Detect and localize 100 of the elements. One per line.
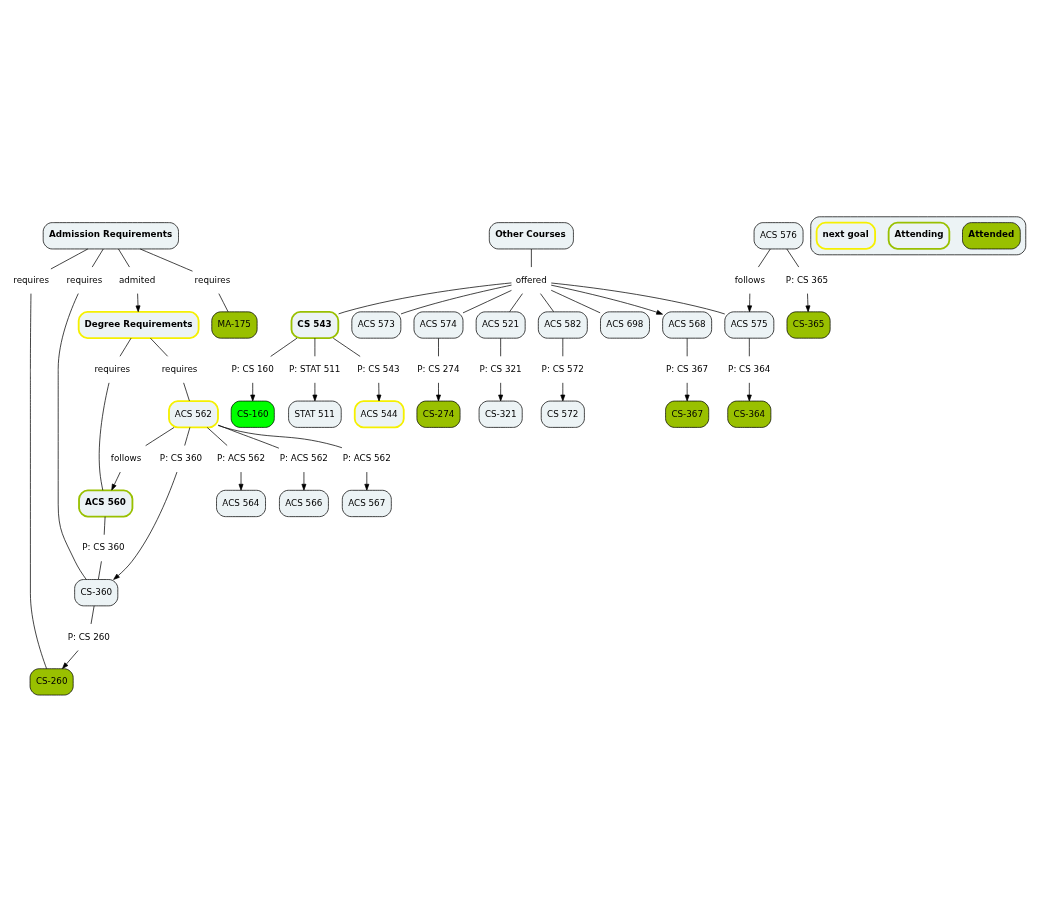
node-box: CS-274 (416, 400, 461, 428)
node-text: P: CS 364 (728, 363, 771, 374)
arrow (498, 381, 504, 401)
connector (786, 248, 800, 267)
node-box: next goal (815, 221, 876, 250)
connector (509, 292, 523, 312)
arrow (376, 381, 382, 401)
connector (30, 292, 47, 669)
node-box: CS-367 (665, 400, 710, 428)
connector (550, 282, 726, 314)
arrow (111, 471, 121, 490)
connector (217, 424, 280, 449)
node-box: ACS 582 (537, 311, 588, 339)
connector (462, 289, 512, 313)
node-text: P: CS 572 (541, 363, 584, 374)
connector (500, 337, 502, 357)
arrow (312, 381, 318, 401)
connector (531, 248, 532, 267)
node-box: ACS 698 (600, 311, 650, 339)
node-box: Attending (887, 221, 951, 250)
connector (338, 282, 512, 314)
node-text: offered (515, 274, 547, 285)
node-box: CS-364 (727, 400, 772, 428)
connector (332, 337, 361, 357)
arrow (550, 284, 663, 315)
node-box: Admission Requirements (42, 221, 179, 249)
node-box: ACS 573 (351, 311, 402, 339)
node-box: ACS 566 (279, 489, 329, 517)
node-text: follows (734, 274, 766, 285)
node-text: requires (161, 363, 198, 374)
node-text: requires (66, 274, 103, 285)
node-box: ACS 576 (753, 221, 804, 249)
node-text: requires (194, 274, 231, 285)
connector (139, 248, 193, 272)
arrow (113, 471, 178, 580)
node-box: ACS 562 (168, 399, 219, 428)
node-text: P: CS 260 (67, 631, 110, 642)
arrow (746, 381, 752, 401)
node-box: ACS 521 (475, 311, 526, 339)
node-text: P: ACS 562 (342, 452, 391, 463)
arrow (62, 649, 79, 669)
node-box: CS-360 (74, 578, 119, 606)
connector (748, 337, 750, 357)
node-box: CS-321 (478, 400, 523, 428)
arrow (238, 471, 244, 490)
node-text: P: CS 160 (231, 363, 274, 374)
node-text: P: ACS 562 (216, 452, 265, 463)
connector (119, 337, 132, 357)
connector (758, 248, 771, 267)
node-box: STAT 511 (288, 400, 342, 428)
node-box: Degree Requirements (77, 310, 200, 339)
node-box: ACS 575 (724, 311, 775, 339)
connector (145, 426, 175, 446)
connector (103, 515, 106, 535)
arrow (805, 292, 811, 312)
connector (184, 426, 191, 446)
node-box: ACS 564 (216, 489, 266, 517)
connector (400, 284, 512, 314)
node-text: P: STAT 511 (288, 363, 341, 374)
node-text: admited (118, 274, 156, 285)
cluster (810, 215, 1027, 255)
node-text: P: CS 321 (479, 363, 522, 374)
node-text: requires (13, 274, 49, 285)
node-text: requires (94, 363, 131, 374)
connector (550, 289, 601, 313)
node-box: MA-175 (211, 311, 258, 339)
node-text: P: CS 360 (82, 541, 125, 552)
connector (686, 337, 688, 357)
connector (91, 248, 104, 267)
node-box: CS-160 (230, 400, 275, 428)
arrow (135, 292, 141, 312)
connector (183, 381, 190, 401)
node-box: ACS 567 (341, 489, 392, 517)
connector (98, 382, 110, 491)
connector (218, 292, 229, 312)
node-text: follows (110, 452, 142, 463)
node-box: CS 543 (290, 310, 340, 339)
node-text: P: CS 367 (665, 363, 709, 374)
node-box: Attended (962, 221, 1021, 249)
node-box: ACS 544 (353, 399, 405, 428)
connector (90, 605, 95, 624)
node-box: Other Courses (488, 221, 574, 249)
arrow (301, 471, 307, 490)
connector (50, 248, 89, 269)
node-box: ACS 574 (413, 311, 464, 339)
arrow (364, 471, 370, 490)
connector (540, 292, 554, 312)
connector (217, 424, 343, 448)
connector (98, 560, 102, 580)
connector (270, 337, 298, 357)
connector (438, 337, 439, 357)
arrow (436, 381, 441, 401)
arrow (747, 292, 753, 312)
connector (57, 292, 87, 580)
node-text: P: ACS 562 (279, 452, 328, 463)
node-text: P: CS 360 (159, 452, 203, 463)
connector (206, 426, 228, 446)
node-box: ACS 560 (78, 488, 134, 518)
node-text: P: CS 274 (417, 363, 460, 374)
node-box: CS-365 (786, 311, 831, 339)
